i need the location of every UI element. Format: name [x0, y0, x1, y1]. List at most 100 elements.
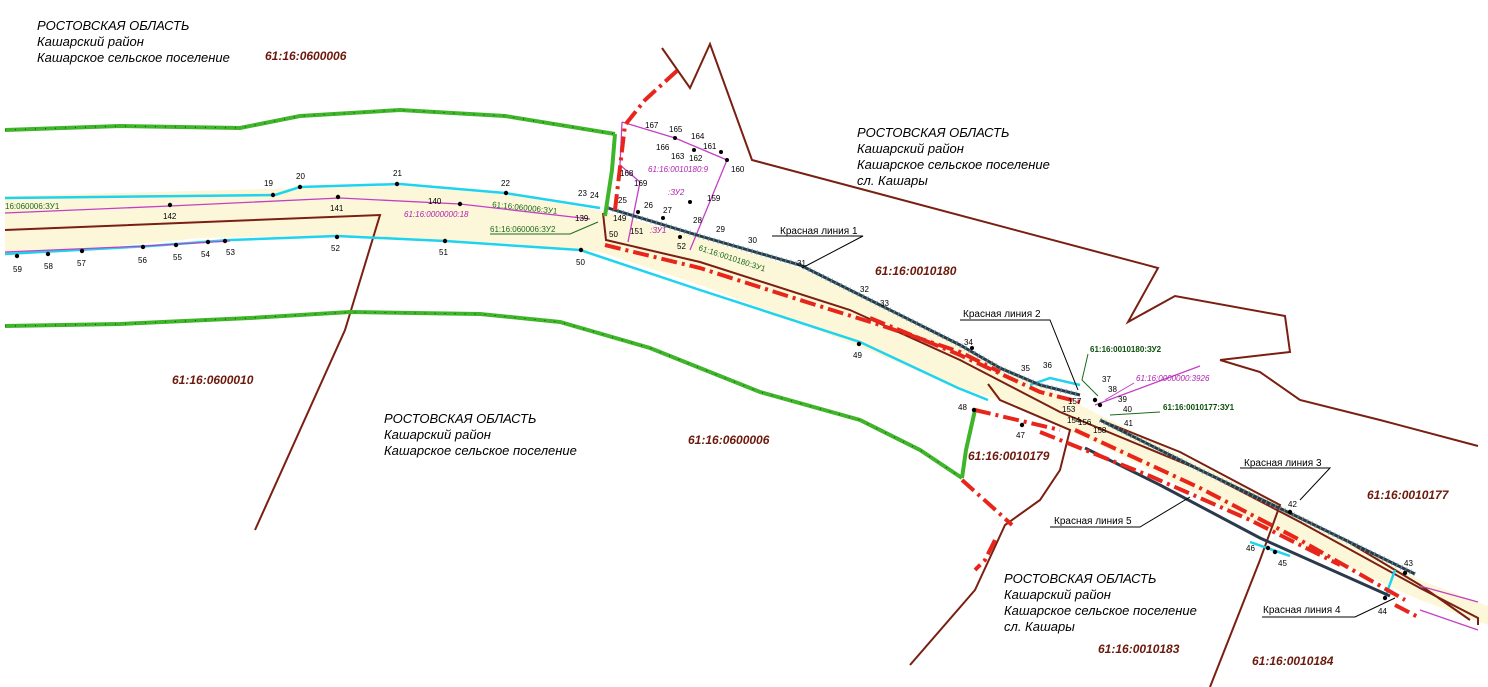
red-line-labels: Красная линия 1 Красная линия 2 Красная … — [780, 226, 1341, 616]
point-label: 19 — [264, 179, 273, 188]
point-label: 43 — [1404, 559, 1413, 568]
red-line-5-path — [974, 408, 1341, 567]
point-label: 52 — [677, 242, 686, 251]
point-label: 156 — [1078, 418, 1092, 427]
point-label: 163 — [671, 152, 685, 161]
svg-text:Кашарское сельское поселение: Кашарское сельское поселение — [37, 50, 230, 65]
point-label: 59 — [13, 265, 22, 274]
point-label: 157 — [1068, 397, 1082, 406]
point-label: 169 — [634, 179, 648, 188]
point-label: 53 — [226, 248, 235, 257]
magenta-road-south — [4, 240, 231, 253]
region-label-se: РОСТОВСКАЯ ОБЛАСТЬ Кашарский район Кашар… — [1004, 571, 1197, 634]
region-label-nw: РОСТОВСКАЯ ОБЛАСТЬ Кашарский район Кашар… — [37, 18, 230, 65]
point-label: 140 — [428, 197, 442, 206]
point-label: 40 — [1123, 405, 1132, 414]
quarter-boundary-north — [661, 41, 1292, 361]
point-label: 166 — [656, 143, 670, 152]
point-label: 165 — [669, 125, 683, 134]
point-label: 52 — [331, 244, 340, 253]
road-axis-boundary — [4, 213, 382, 531]
point-label: 22 — [501, 179, 510, 188]
hatched-edges-ticks — [607, 205, 1417, 577]
red-line-south-spur — [960, 478, 1014, 572]
region-label-sw: РОСТОВСКАЯ ОБЛАСТЬ Кашарский район Кашар… — [384, 411, 577, 458]
point-label: 160 — [731, 165, 745, 174]
point-label: 151 — [630, 227, 644, 236]
cadastral-number: 61:16:0600006 — [265, 49, 347, 63]
svg-text:РОСТОВСКАЯ ОБЛАСТЬ: РОСТОВСКАЯ ОБЛАСТЬ — [857, 125, 1009, 140]
svg-text:сл. Кашары: сл. Кашары — [1004, 619, 1075, 634]
red-lines — [604, 66, 1421, 620]
plot-label: :ЗУ2 — [668, 188, 685, 197]
magenta-lines — [4, 121, 1479, 631]
point-label: 42 — [1288, 500, 1297, 509]
quarter-boundary-0010183 — [1099, 419, 1282, 687]
quarter-boundary-east — [1219, 359, 1479, 447]
cadastral-number: 61:16:0010180 — [875, 264, 957, 278]
green-lines — [4, 107, 977, 480]
svg-text:РОСТОВСКАЯ ОБЛАСТЬ: РОСТОВСКАЯ ОБЛАСТЬ — [384, 411, 536, 426]
quarter-boundary-0010184 — [1344, 539, 1471, 621]
point-label: 168 — [620, 169, 634, 178]
green-line-north — [4, 107, 616, 136]
red-line-label: Красная линия 1 — [780, 226, 858, 237]
svg-text:Кашарское сельское поселение: Кашарское сельское поселение — [857, 157, 1050, 172]
road-corridor — [5, 186, 1488, 625]
point-label: 159 — [707, 194, 721, 203]
green-connector-2 — [960, 409, 977, 479]
cadastral-number: 61:16:0010177 — [1367, 488, 1450, 502]
svg-text:Кашарский район: Кашарский район — [37, 34, 144, 49]
point-label: 139 — [575, 214, 589, 223]
point-label: 20 — [296, 172, 305, 181]
cadastral-number: 61:16:0010183 — [1098, 642, 1180, 656]
point-label: 154 — [1067, 416, 1081, 425]
cadastral-labels: 61:16:0600006 61:16:0010180 61:16:060001… — [172, 49, 1450, 668]
red-line-1-path — [604, 243, 1001, 374]
point-label: 158 — [1093, 426, 1107, 435]
red-line-3-path — [1074, 428, 1406, 602]
red-line-label: Красная линия 2 — [963, 309, 1041, 320]
plot-label: 16:060006:ЗУ1 — [5, 202, 60, 211]
point-label: 149 — [613, 214, 627, 223]
red-line-north-spur — [613, 66, 682, 211]
point-label: 27 — [663, 206, 672, 215]
point-label: 47 — [1016, 431, 1025, 440]
cyan-line-north — [4, 182, 601, 210]
plot-label: 61:16:060006:ЗУ2 — [490, 225, 556, 234]
point-label: 35 — [1021, 364, 1030, 373]
red-line-label: Красная линия 3 — [1244, 458, 1322, 469]
point-label: 51 — [439, 248, 448, 257]
magenta-east — [1094, 365, 1479, 631]
point-label: 25 — [618, 196, 627, 205]
magenta-road-north — [4, 197, 591, 220]
quarter-boundary-0010179 — [909, 383, 1072, 666]
point-label: 162 — [689, 154, 703, 163]
point-label: 31 — [797, 259, 806, 268]
point-label: 49 — [853, 351, 862, 360]
point-label: 44 — [1378, 607, 1387, 616]
cadastral-boundaries — [4, 41, 1479, 687]
point-label: 30 — [748, 236, 757, 245]
point-label: 29 — [716, 225, 725, 234]
point-label: 50 — [609, 230, 618, 239]
point-label: 33 — [880, 299, 889, 308]
point-label: 55 — [173, 253, 182, 262]
point-label: 21 — [393, 169, 402, 178]
cadastral-number: 61:16:0010184 — [1252, 654, 1334, 668]
point-label: 142 — [163, 212, 177, 221]
point-label: 34 — [964, 338, 973, 347]
red-line-2-path — [869, 316, 1081, 404]
svg-text:Кашарский район: Кашарский район — [1004, 587, 1111, 602]
point-label: 141 — [330, 204, 344, 213]
plot-label: 61:16:0010177:ЗУ1 — [1163, 403, 1235, 412]
point-label: 57 — [77, 259, 86, 268]
svg-text:сл. Кашары: сл. Кашары — [857, 173, 928, 188]
point-label: 32 — [860, 285, 869, 294]
plot-label: 61:16:0000000:3926 — [1136, 374, 1210, 383]
plot-label: 61:16:0010180:9 — [648, 165, 709, 174]
point-labels: 19 20 21 22 23 24 25 26 27 28 29 30 31 3… — [13, 121, 1413, 616]
point-label: 37 — [1102, 375, 1111, 384]
point-label: 48 — [958, 403, 967, 412]
